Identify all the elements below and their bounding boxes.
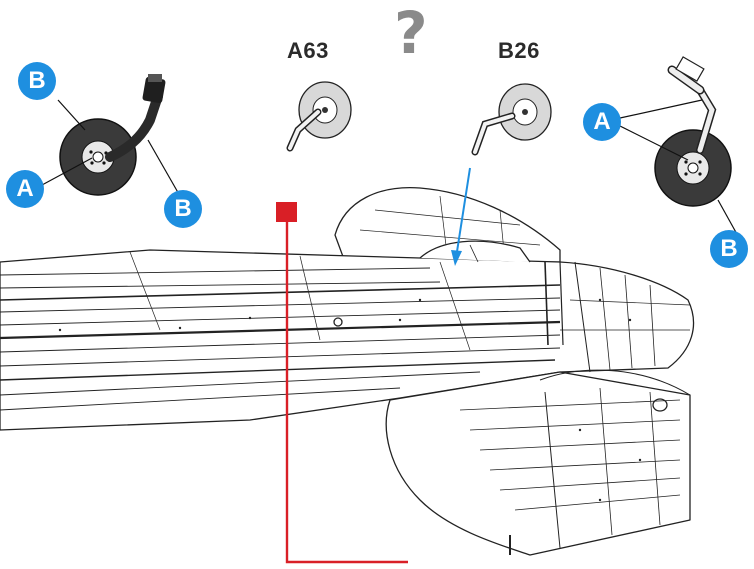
landing-wheel-icon bbox=[619, 56, 739, 237]
callout-a-right: A bbox=[583, 103, 621, 141]
landing-wheel-icon bbox=[41, 74, 181, 197]
aircraft-illustration bbox=[0, 186, 695, 556]
callout-a-left: A bbox=[6, 170, 44, 208]
part-label-a63: A63 bbox=[287, 38, 329, 63]
wing bbox=[385, 371, 691, 556]
red-location-marker bbox=[276, 202, 408, 564]
pointer-arrow-icon bbox=[451, 167, 471, 266]
part-label-b26: B26 bbox=[498, 38, 540, 63]
rivets bbox=[58, 298, 642, 502]
callout-b-right: B bbox=[710, 230, 748, 268]
landing-wheel-icon bbox=[286, 81, 352, 152]
question-mark-icon: ? bbox=[394, 0, 428, 67]
callout-b-left-bottom: B bbox=[164, 190, 202, 228]
landing-wheel-icon bbox=[471, 83, 552, 156]
callout-b-left-top: B bbox=[18, 62, 56, 100]
